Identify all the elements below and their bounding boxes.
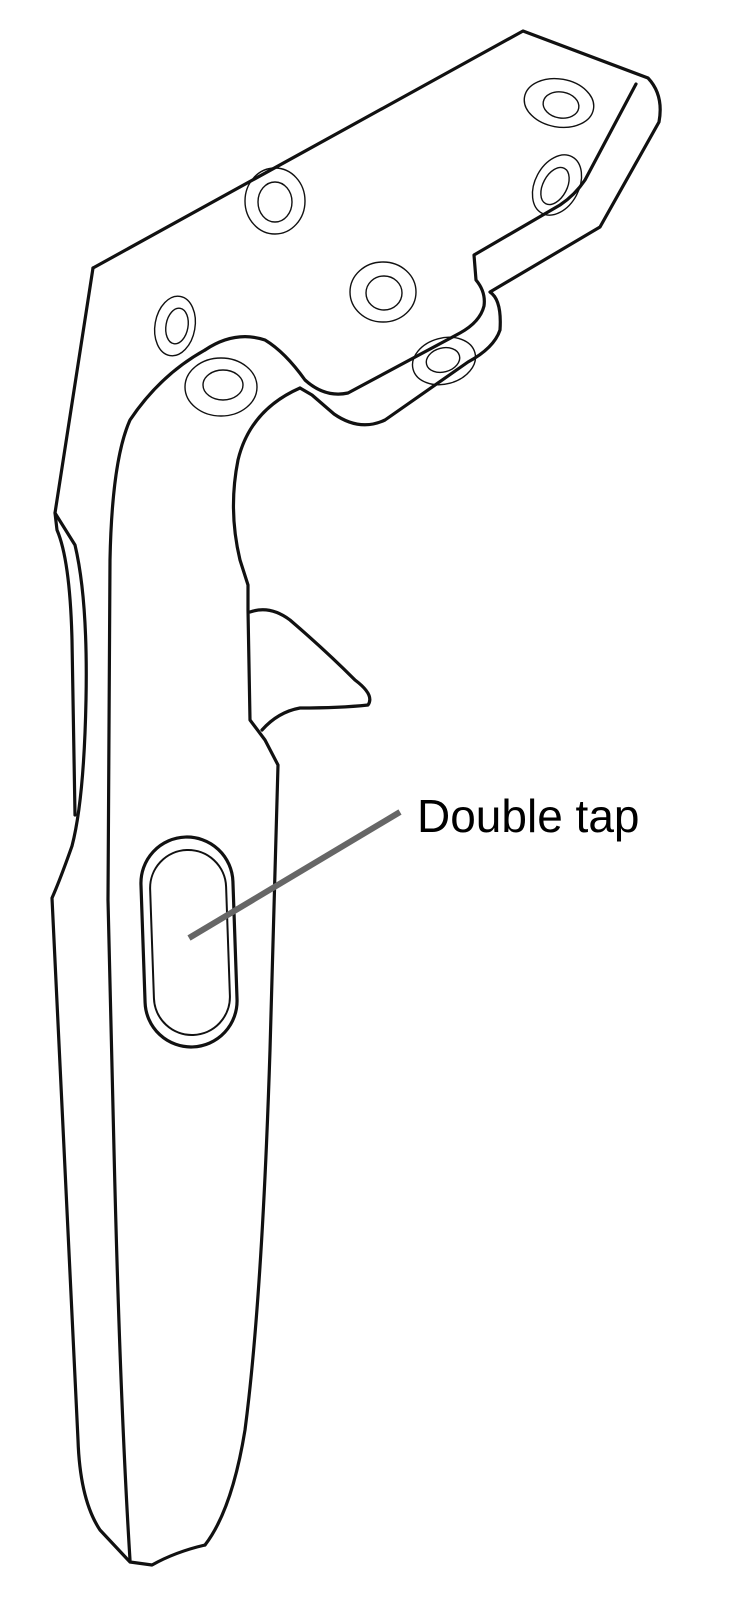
callout-leader-line — [187, 809, 402, 941]
mounting-plate-inner-edge — [203, 82, 638, 396]
touch-pad-inner — [149, 849, 231, 1036]
mount-hole — [411, 336, 477, 386]
mount-hole — [244, 167, 306, 235]
handle-right-contour — [203, 386, 302, 1547]
mount-hole — [349, 261, 417, 323]
touch-pad-outer — [139, 835, 239, 1049]
mount-hole — [531, 154, 583, 216]
mounting-plate-outline — [91, 29, 662, 427]
callout-label: Double tap — [417, 790, 640, 842]
mount-hole — [523, 77, 595, 129]
handle-inner-left-contour — [106, 348, 207, 1562]
mount-hole — [184, 357, 258, 417]
trigger — [248, 608, 372, 732]
left-side-strip — [53, 511, 77, 817]
mount-hole — [153, 295, 197, 357]
left-body-outline — [50, 266, 207, 1567]
